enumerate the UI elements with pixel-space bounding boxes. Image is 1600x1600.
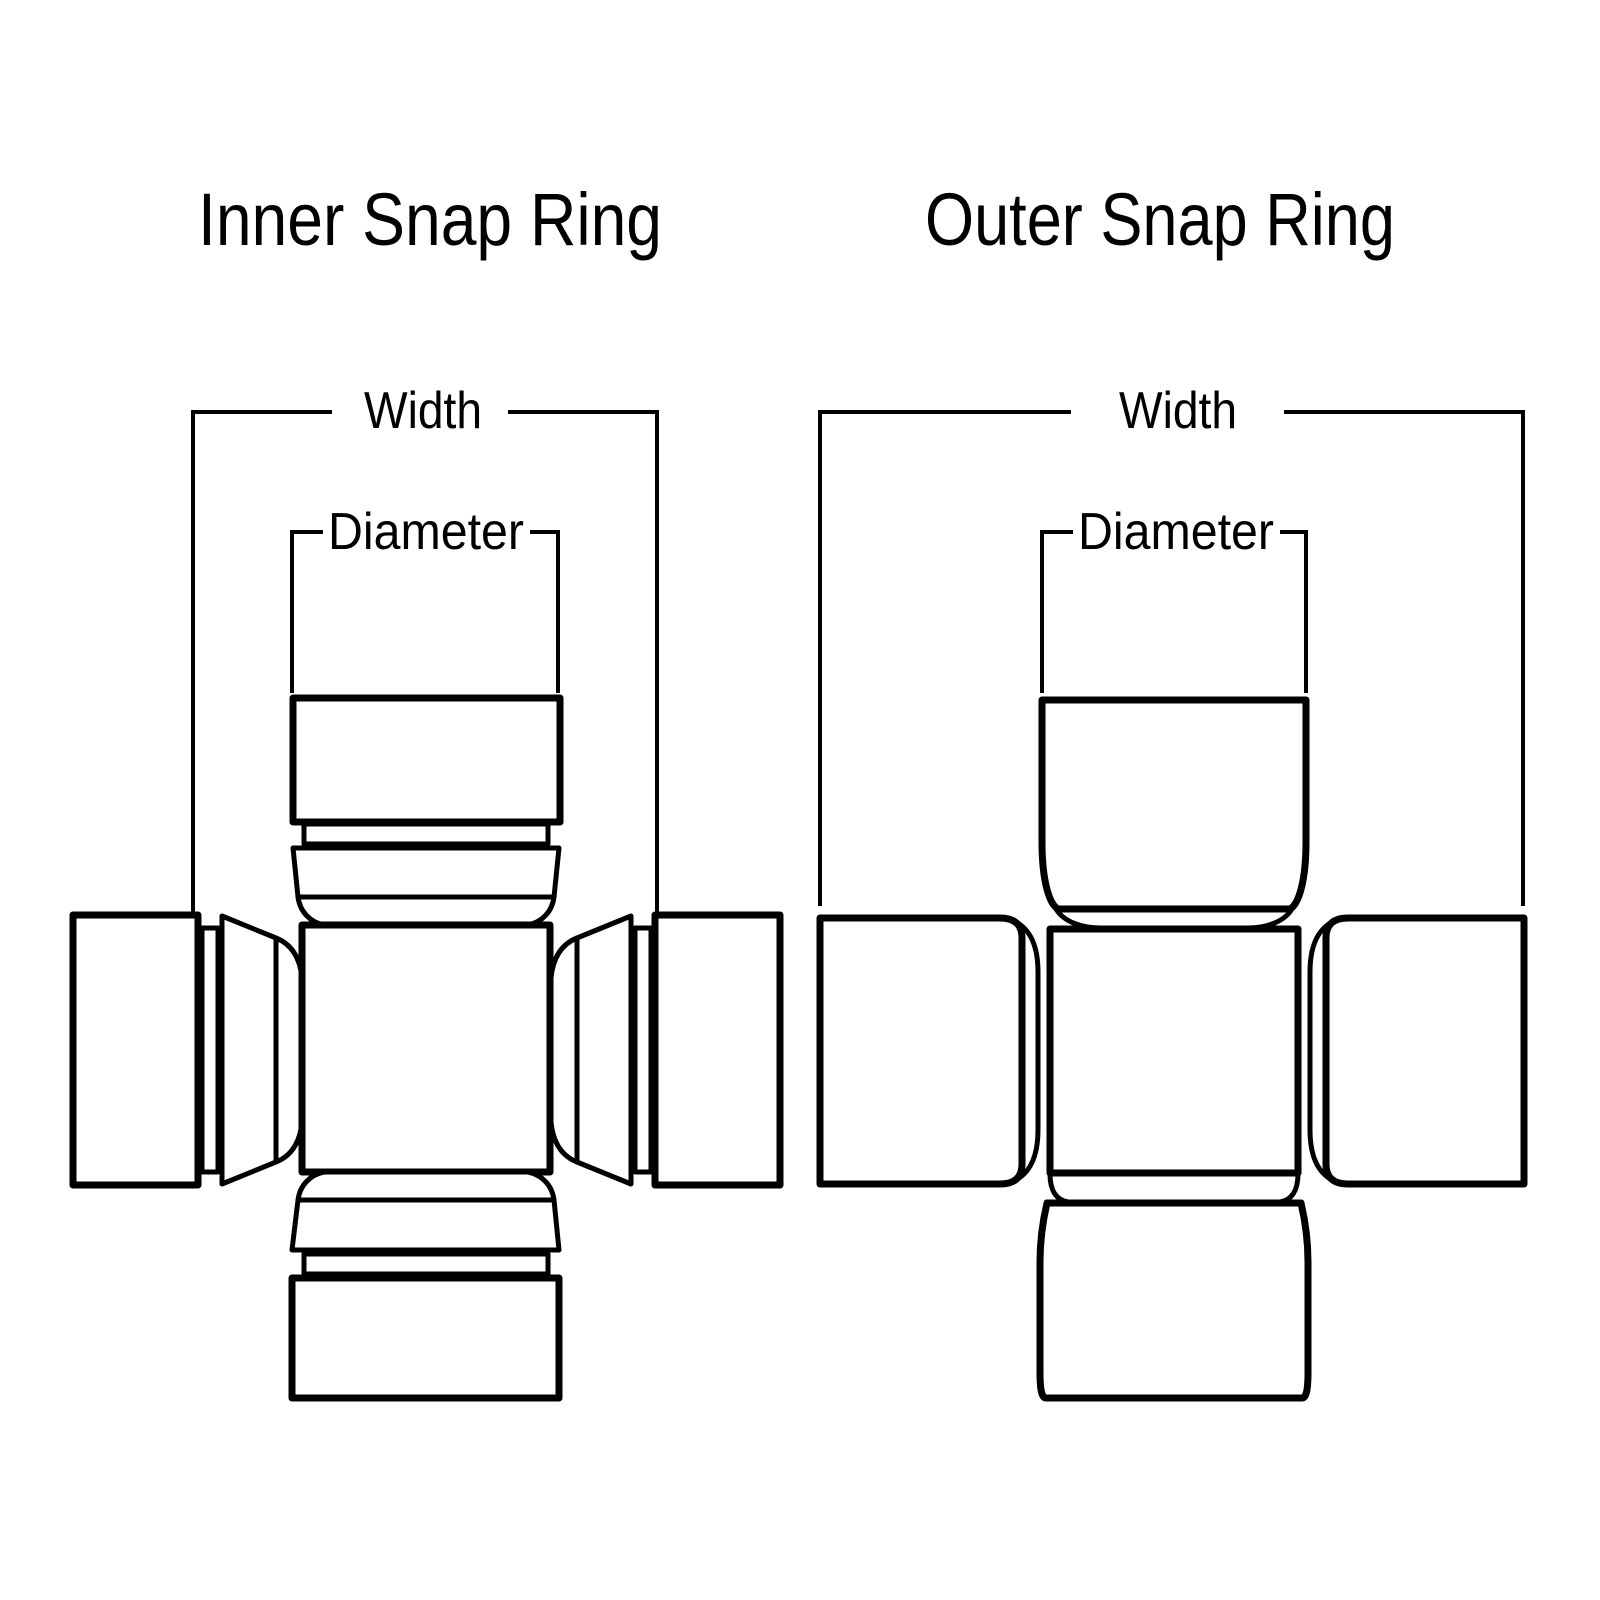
inner-diameter-bracket-right [530,530,560,693]
outer-diameter-bracket-right [1280,530,1308,693]
inner-diameter-dimension: Diameter [290,503,560,693]
inner-bottom-seal-skirt [295,1169,557,1203]
inner-bottom-seal [289,1197,562,1253]
inner-width-bracket-right [508,410,659,913]
inner-left-trunnion-fillet-top [273,935,305,981]
inner-right-seal [574,913,634,1187]
inner-right-trunnion-fillet-bottom [548,1119,580,1165]
outer-right-bearing-cup [1322,914,1528,1188]
outer-left-boot [1003,915,1041,1187]
inner-right-trunnion-fillet-top [548,935,580,981]
inner-top-bearing-cup [289,694,564,826]
inner-cross-body [298,921,554,1176]
outer-top-bearing-cup [1038,696,1310,913]
inner-width-bracket-left [191,410,332,912]
outer-cross-body [1046,925,1302,1177]
outer-width-bracket-left [818,410,1071,906]
outer-width-label: Width [1119,382,1237,440]
inner-width-label: Width [364,382,482,440]
outer-diameter-dimension: Diameter [1040,503,1308,693]
outer-right-boot [1307,915,1345,1187]
inner-top-seal-skirt [295,894,557,928]
outer-snap-ring-diagram: Outer Snap Ring Width Diameter [816,178,1528,1402]
inner-right-bearing-cup [651,911,784,1189]
inner-snap-ring-diagram: Inner Snap Ring Width Diameter [69,178,784,1402]
outer-diameter-bracket-left [1040,530,1073,693]
outer-joint-drawing [816,696,1528,1402]
inner-bottom-snap-ring [301,1251,551,1277]
inner-top-snap-ring [301,821,551,847]
outer-diameter-label: Diameter [1078,503,1274,561]
inner-left-seal [219,913,279,1187]
inner-joint-drawing [69,694,784,1402]
inner-left-bearing-cup [69,911,202,1189]
inner-top-seal [290,845,562,900]
outer-bottom-bearing-cup [1036,1199,1312,1402]
inner-diameter-bracket-left [290,530,323,693]
inner-left-snap-ring [199,925,221,1175]
inner-diameter-label: Diameter [328,503,524,561]
inner-right-snap-ring [632,925,654,1175]
inner-left-trunnion-fillet-bottom [273,1119,305,1165]
outer-width-bracket-right [1284,410,1525,906]
inner-diagram-title: Inner Snap Ring [198,178,662,261]
outer-left-bearing-cup [816,914,1026,1188]
outer-width-dimension: Width [818,382,1525,906]
outer-diagram-title: Outer Snap Ring [925,178,1395,261]
inner-width-dimension: Width [191,382,659,913]
inner-bottom-bearing-cup [288,1274,563,1402]
outer-bottom-boot [1047,1171,1301,1205]
